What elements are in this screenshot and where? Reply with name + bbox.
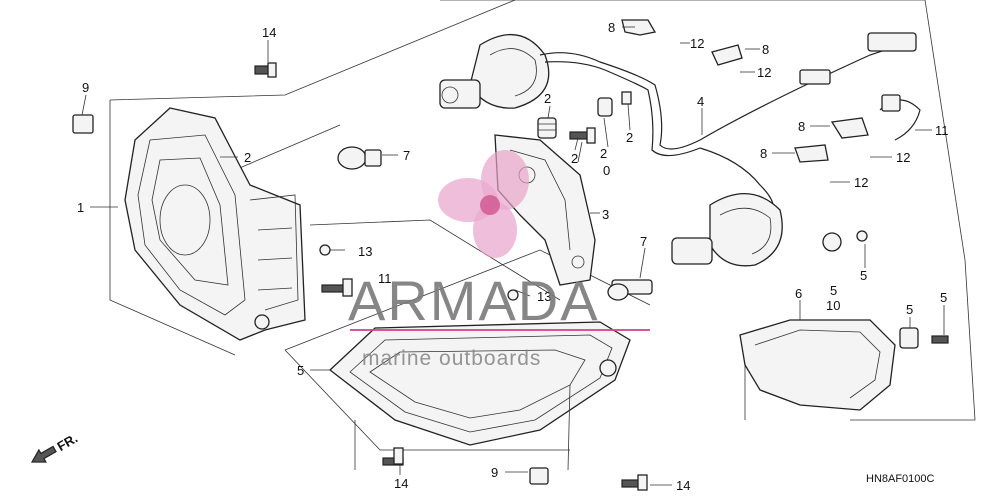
callout-14: 14 (262, 25, 276, 40)
callout-5: 5 (860, 268, 867, 283)
callout-5: 5 (830, 283, 837, 298)
callouts: 14 9 1 2 7 13 11 13 2 2 2 0 2 3 8 12 8 1… (77, 20, 949, 493)
rear-cover (739, 319, 896, 411)
callout-7: 7 (403, 148, 410, 163)
screws (72, 62, 648, 491)
callout-12: 12 (896, 150, 910, 165)
callout-2: 2 (571, 151, 578, 166)
callout-13: 13 (537, 289, 551, 304)
callout-1: 1 (77, 200, 84, 215)
callout-12: 12 (690, 36, 704, 51)
screw-bracket (569, 127, 596, 144)
callout-8: 8 (608, 20, 615, 35)
callout-6: 6 (795, 286, 802, 301)
fr-label: FR. (54, 430, 80, 453)
clips-right (621, 19, 921, 163)
watermark: ARMADA marine outboards (348, 150, 650, 370)
callout-14: 14 (676, 478, 690, 493)
callout-2: 2 (626, 130, 633, 145)
grommet-right (822, 230, 868, 252)
bulb-upper (337, 146, 382, 170)
front-direction-arrow: FR. (30, 430, 80, 463)
callout-14: 14 (394, 476, 408, 491)
wire-harness (539, 32, 917, 216)
headlight-assembly-left (124, 107, 306, 341)
callout-10: 10 (826, 298, 840, 313)
callout-4: 4 (697, 94, 704, 109)
adjust-spring (537, 117, 557, 139)
callout-2: 2 (244, 150, 251, 165)
callout-2: 2 (544, 91, 551, 106)
callout-12: 12 (757, 65, 771, 80)
watermark-logo (438, 150, 529, 258)
socket-lower (671, 193, 783, 267)
callout-8: 8 (798, 119, 805, 134)
callout-11: 11 (378, 271, 392, 286)
clip-top (597, 91, 632, 117)
callout-7: 7 (640, 234, 647, 249)
leader-lines (81, 26, 945, 486)
callout-0: 0 (603, 163, 610, 178)
bulb-lower (607, 279, 653, 301)
headlight-assembly-lower (328, 321, 631, 446)
callout-5: 5 (940, 290, 947, 305)
callout-12: 12 (854, 175, 868, 190)
callout-9: 9 (82, 80, 89, 95)
callout-8: 8 (760, 146, 767, 161)
diagram-code: HN8AF0100C (866, 473, 935, 485)
callout-3: 3 (602, 207, 609, 222)
watermark-tagline: marine outboards (362, 347, 541, 370)
watermark-brand: ARMADA (348, 269, 600, 332)
callout-5: 5 (297, 363, 304, 378)
callout-9: 9 (491, 465, 498, 480)
callout-8: 8 (762, 42, 769, 57)
callout-13: 13 (358, 244, 372, 259)
spring-right (899, 327, 949, 349)
socket-upper (439, 33, 550, 109)
callout-5: 5 (906, 302, 913, 317)
callout-2: 2 (600, 146, 607, 161)
callout-11: 11 (935, 123, 949, 138)
